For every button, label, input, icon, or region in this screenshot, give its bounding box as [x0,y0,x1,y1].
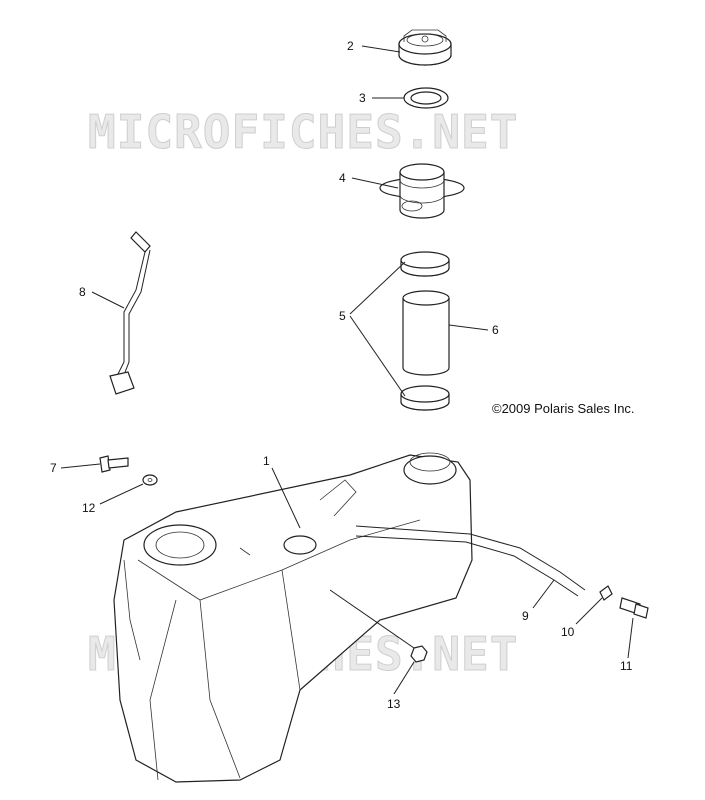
washer-part [142,474,158,486]
callout-8: 8 [79,285,86,299]
connector-part [619,597,649,619]
callout-10: 10 [561,625,575,639]
callout-13: 13 [387,697,401,711]
vent-line-part [109,231,151,395]
callout-4: 4 [339,171,346,185]
bolt-part [99,455,129,473]
callout-6: 6 [492,323,499,337]
leader-lines [60,45,634,695]
callout-3: 3 [359,91,366,105]
filler-hose-part [402,290,450,376]
callout-2: 2 [347,39,354,53]
hose-clamp-lower [400,385,450,411]
hose-clamp-upper [400,251,450,277]
hose-fitting-part [599,585,613,601]
callout-12: 12 [82,501,96,515]
callout-7: 7 [50,461,57,475]
fuel-hose-part [355,525,586,597]
fuel-cap-part [398,29,452,66]
callout-9: 9 [522,609,529,623]
callout-5: 5 [339,309,346,323]
gasket-ring-part [403,87,449,109]
fuel-tank-part [113,452,473,783]
copyright-notice: ©2009 Polaris Sales Inc. [492,401,635,416]
callout-11: 11 [620,659,633,673]
nut-part [410,645,428,663]
watermark-top: MICROFICHES.NET [88,105,518,159]
callout-1: 1 [263,454,270,468]
filler-neck-part [379,163,465,219]
